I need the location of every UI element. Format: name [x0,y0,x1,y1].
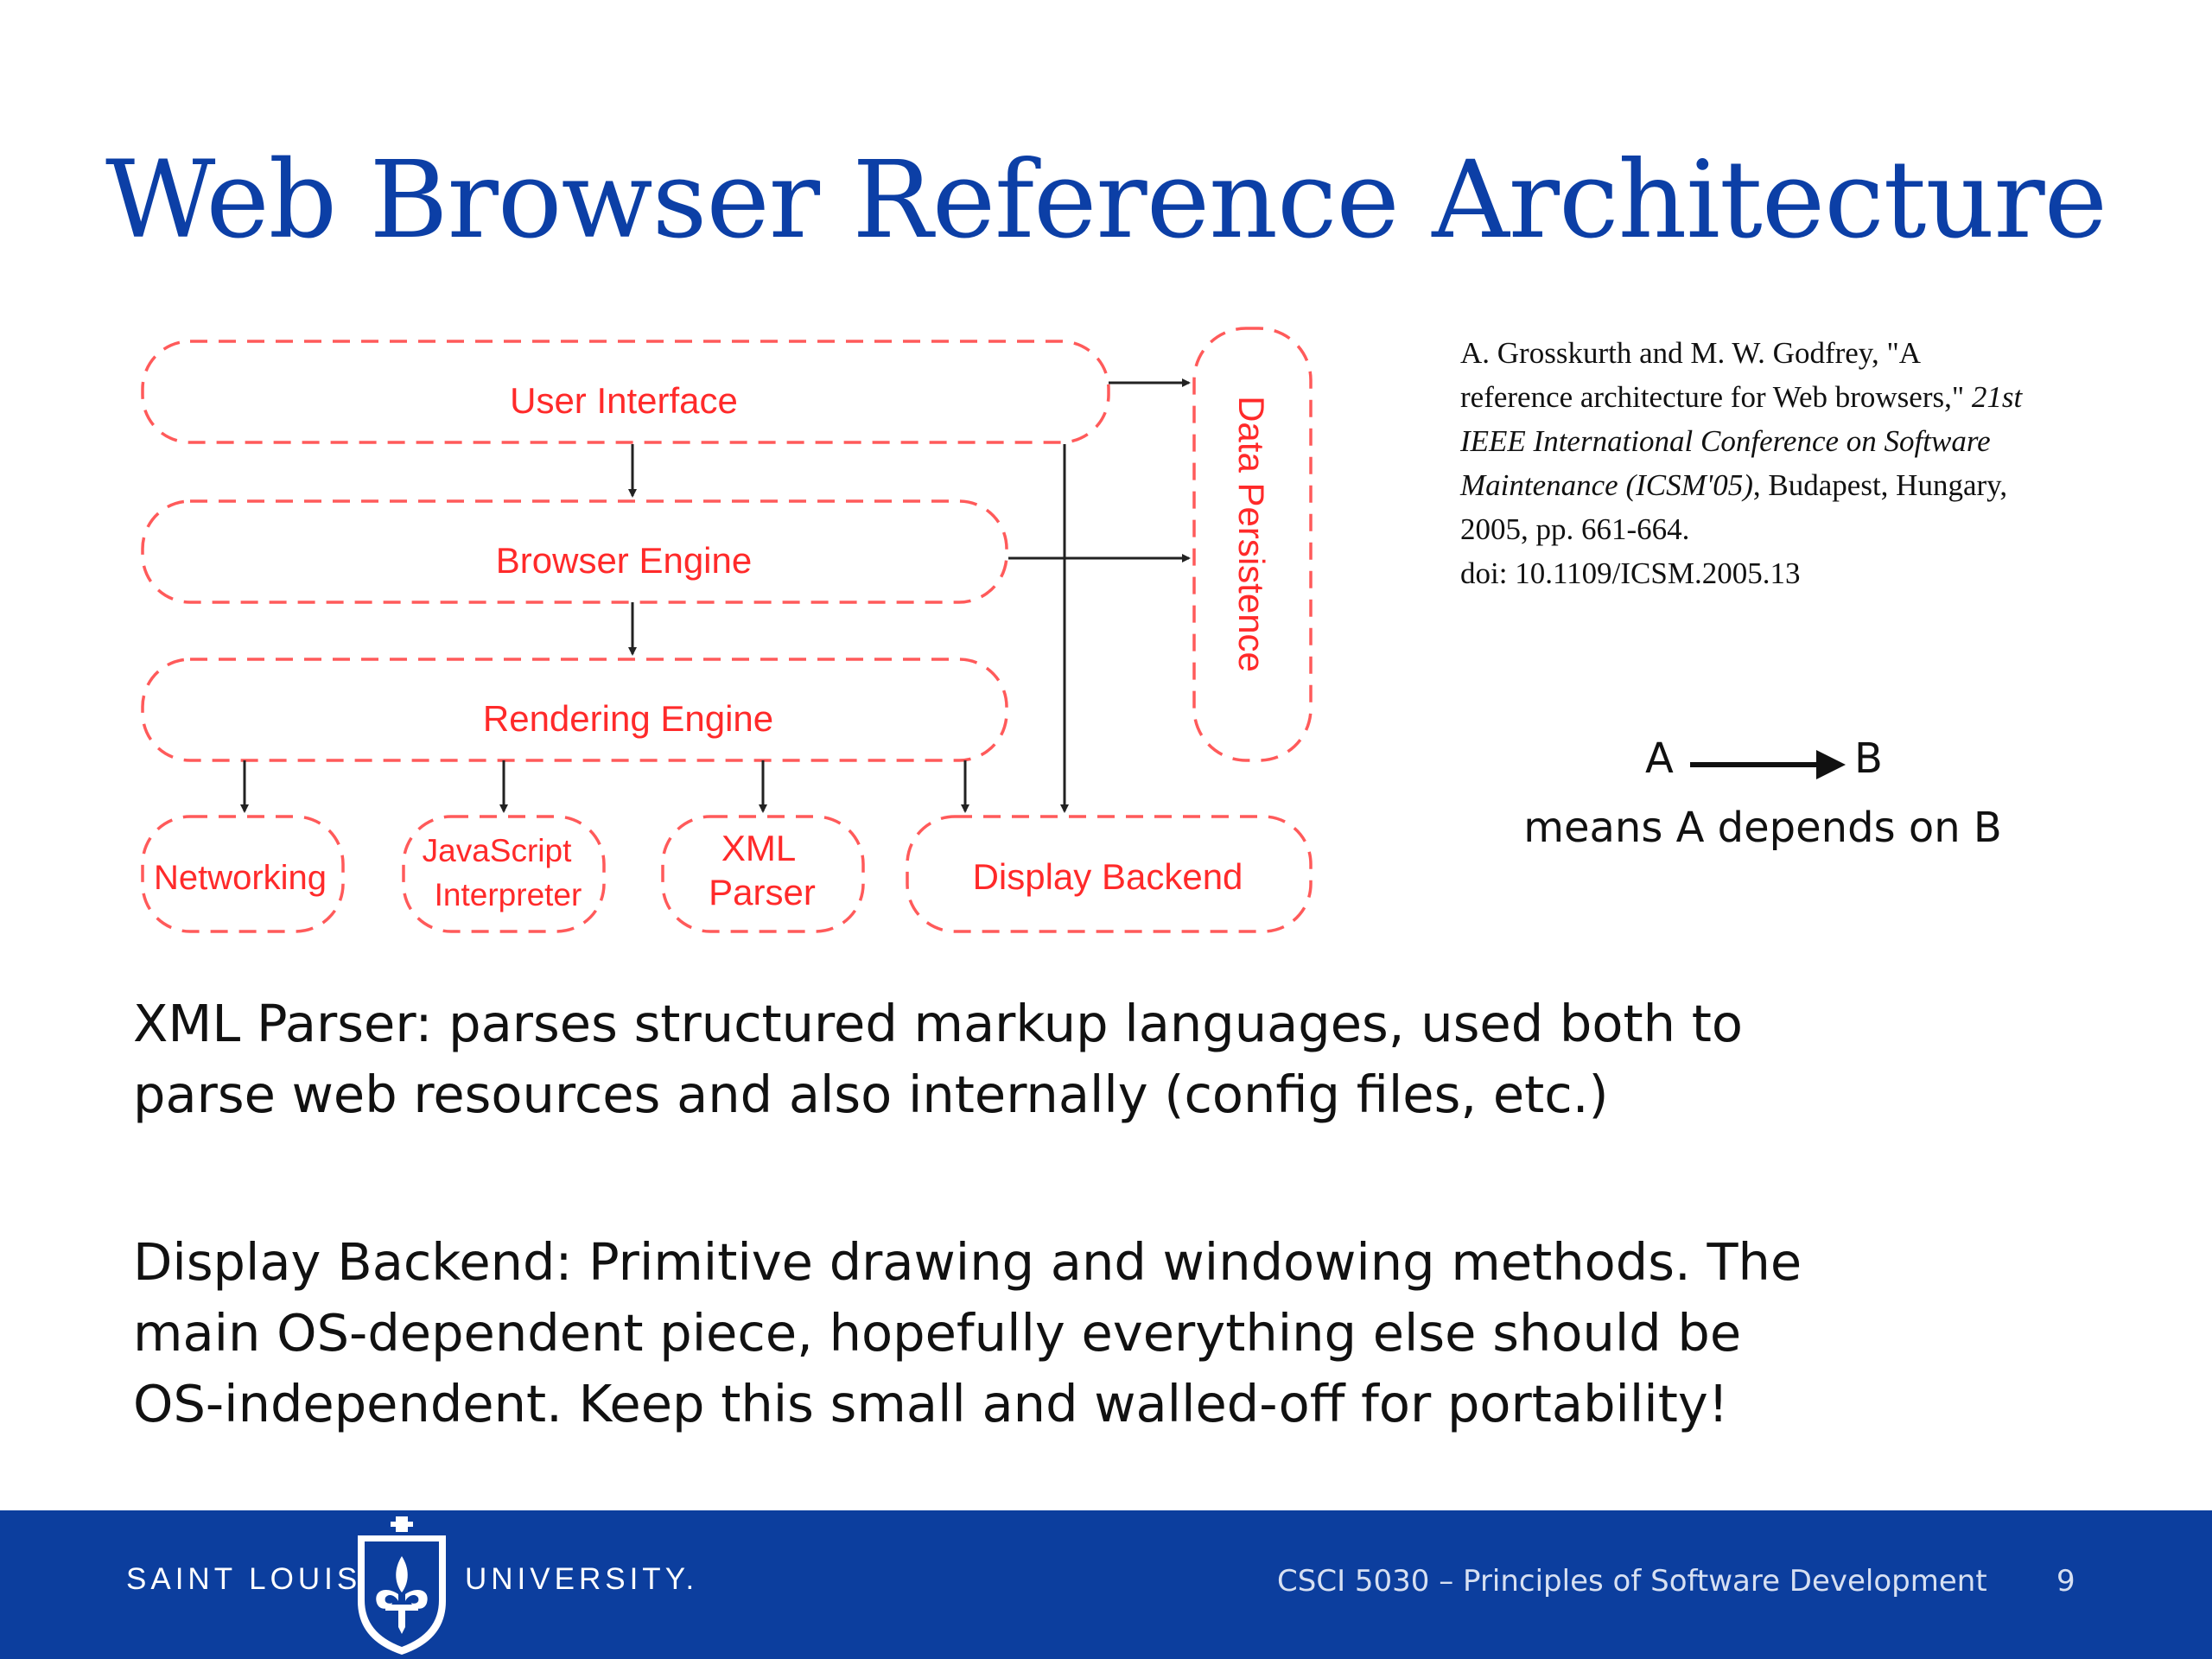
citation: A. Grosskurth and M. W. Godfrey, "A refe… [1460,331,2169,595]
citation-line-2-italic: 21st [1971,380,2023,414]
citation-line-6: doi: 10.1109/ICSM.2005.13 [1460,556,1801,590]
university-name-right: UNIVERSITY. [465,1562,699,1596]
para1-line-2: parse web resources and also internally … [133,1065,1609,1124]
networking-box [141,815,345,933]
citation-line-4-italic: Maintenance (ICSM'05) [1460,468,1753,502]
browser-engine-label: Browser Engine [496,540,752,581]
javascript-interpreter-label-line1: JavaScript [423,833,572,868]
legend-b: B [1854,734,1883,783]
legend-a: A [1645,734,1674,783]
para2-line-1: Display Backend: Primitive drawing and w… [133,1232,1802,1292]
citation-line-5: 2005, pp. 661-664. [1460,512,1690,546]
display-backend-label: Display Backend [973,856,1243,897]
legend: A B means A depends on B [1460,734,2065,852]
display-backend-box [906,815,1313,933]
javascript-interpreter-label-line2: Interpreter [435,877,582,912]
networking-label: Networking [154,859,327,897]
data-persistence-box [1192,327,1313,762]
citation-line-1: A. Grosskurth and M. W. Godfrey, "A [1460,336,1922,370]
footer-bar: SAINT LOUIS UNIVERSITY. CSCI 5030 – Prin… [0,1510,2212,1659]
rendering-engine-label: Rendering Engine [483,698,773,739]
xml-parser-box [661,815,865,933]
citation-line-4: , Budapest, Hungary, [1752,468,2008,502]
legend-meaning: means A depends on B [1523,804,2002,852]
browser-engine-box [141,499,1008,604]
slide-title: Web Browser Reference Architecture [105,138,2107,263]
user-interface-label: User Interface [510,380,738,421]
xml-parser-label-line2: Parser [709,872,816,912]
para2-line-2: main OS-dependent piece, hopefully every… [133,1303,1742,1363]
slu-crest-icon [358,1516,446,1655]
para2-line-3: OS-independent. Keep this small and wall… [133,1374,1729,1433]
legend-arrowhead-icon [1816,750,1846,779]
rendering-engine-box [141,658,1008,762]
xml-parser-description: XML Parser: parses structured markup lan… [133,988,2155,1130]
data-persistence-label: Data Persistence [1231,396,1272,672]
xml-parser-label-line1: XML [721,828,796,868]
page-number: 9 [2056,1564,2075,1599]
architecture-diagram: User Interface Browser Engine Rendering … [141,327,1313,933]
course-title: CSCI 5030 – Principles of Software Devel… [1277,1564,1987,1599]
javascript-interpreter-box [402,815,606,933]
para1-line-1: XML Parser: parses structured markup lan… [133,994,1743,1053]
university-name-left: SAINT LOUIS [126,1562,362,1596]
citation-line-3: IEEE International Conference on Softwar… [1460,424,1991,458]
display-backend-description: Display Backend: Primitive drawing and w… [133,1227,2155,1440]
citation-line-2: reference architecture for Web browsers,… [1460,380,1972,414]
user-interface-box [141,340,1110,444]
legend-arrow-icon [1690,762,1820,767]
